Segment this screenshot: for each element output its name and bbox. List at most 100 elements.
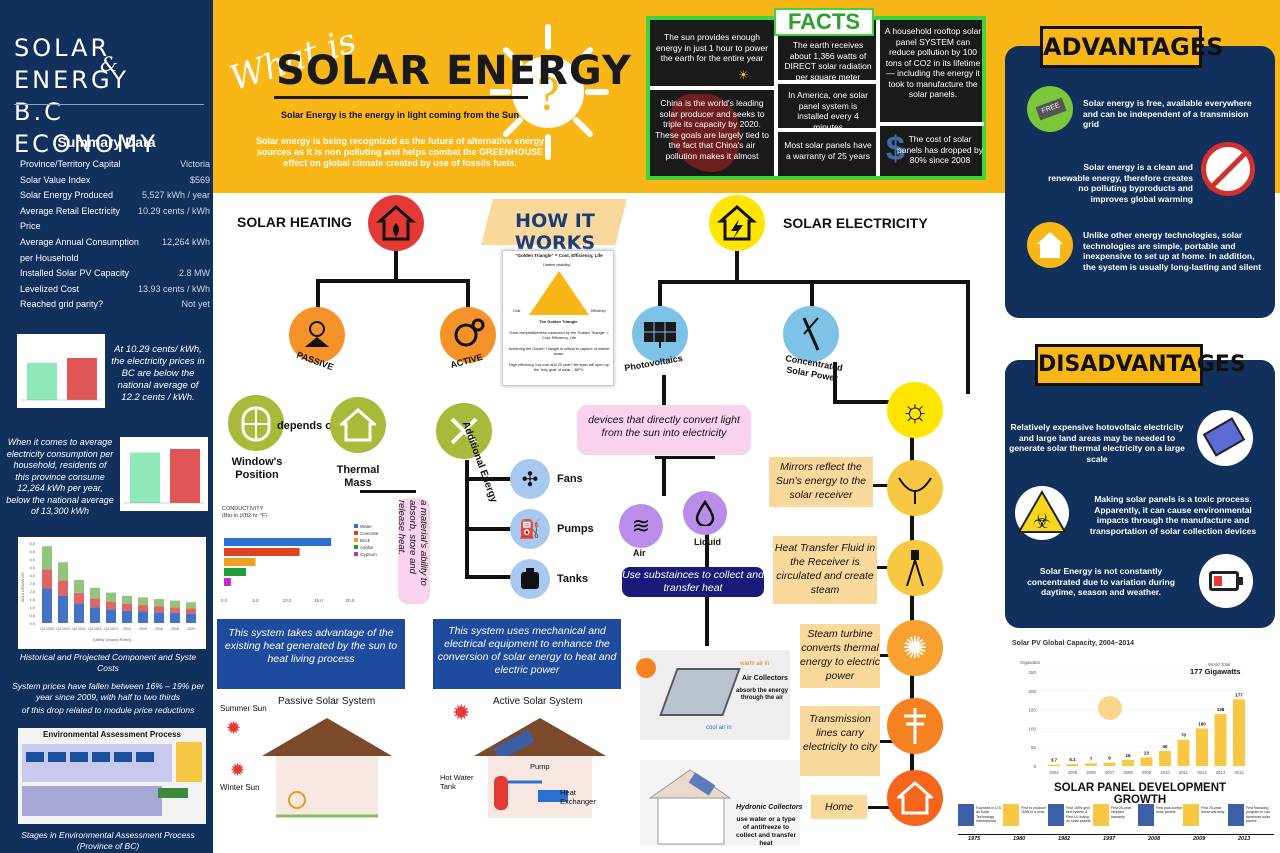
consumption-bar-chart bbox=[120, 437, 208, 511]
summary-label: Province/Territory Capital bbox=[20, 159, 121, 169]
module-note: of this drop related to module price red… bbox=[21, 705, 195, 715]
summary-label: Reached grid parity? bbox=[20, 299, 104, 310]
disadvantages-title: DISADVANTAGES bbox=[1035, 344, 1246, 386]
x-tick-label: 2020 bbox=[187, 627, 195, 631]
x-tick-label: 2015 bbox=[139, 627, 147, 631]
hydronic-description: use water or a type of antifreeze to col… bbox=[736, 816, 796, 847]
thermal-house-icon bbox=[330, 397, 386, 453]
process-step bbox=[70, 752, 88, 762]
advantage-clean: Solar energy is a clean and renewable en… bbox=[1048, 162, 1193, 204]
liquid-drop-icon bbox=[683, 491, 727, 535]
golden-left: Cost bbox=[513, 309, 521, 313]
connector bbox=[833, 362, 837, 402]
y-tick-label: 0 bbox=[1033, 764, 1036, 769]
facts-divider bbox=[876, 20, 880, 176]
summer-sun-label: Summer Sun bbox=[220, 704, 267, 713]
golden-text-1: Solar competitiveness measured by the 'G… bbox=[509, 331, 609, 340]
value-label: 7 bbox=[1090, 756, 1093, 761]
y-tick-label: 150 bbox=[1028, 708, 1036, 713]
x-tick-label: 2018 bbox=[171, 627, 179, 631]
facts-panel: $ The sun provides enough energy in just… bbox=[646, 16, 986, 180]
sun-icon: ✹ bbox=[230, 760, 246, 780]
receiver-tower-icon bbox=[887, 540, 943, 596]
golden-title: "Golden Triangle" = Cost, Efficiency, Li… bbox=[515, 253, 603, 258]
cost-bar-segment bbox=[186, 602, 196, 609]
x-tick-label: 2009 bbox=[1142, 770, 1152, 775]
cost-bar-segment bbox=[106, 592, 116, 602]
x-tick-label: 2008 bbox=[1123, 770, 1133, 775]
depends-on-label: depends on bbox=[277, 420, 339, 432]
cost-bar-segment bbox=[122, 603, 132, 611]
summary-label: Price bbox=[20, 221, 41, 232]
summary-value: 12,264 kWh bbox=[161, 237, 210, 247]
passive-system-title: Passive Solar System bbox=[278, 696, 376, 707]
timeline-icon bbox=[1093, 804, 1109, 826]
left-panel: SOLAR ENERGY B.C ECONOMY & Summary Data … bbox=[0, 0, 213, 853]
golden-text-2: Achieving the Golden Triangle is critica… bbox=[508, 347, 610, 356]
process-stage-band bbox=[22, 744, 172, 782]
value-label: 138 bbox=[1217, 707, 1225, 712]
pump-icon: ⛽ bbox=[510, 509, 550, 549]
timeline-text: First 1MW grid-tied system & First UL li… bbox=[1066, 806, 1091, 824]
x-tick-label: 2006 bbox=[1086, 770, 1096, 775]
golden-top: Lifetime (stability) bbox=[543, 263, 571, 267]
absorb-label: absorb the energy through the air bbox=[735, 688, 788, 701]
connector bbox=[705, 530, 709, 570]
y-tick-label: 5.0 bbox=[29, 541, 35, 546]
concentrated-mirror-icon bbox=[783, 306, 839, 362]
price-bar-chart bbox=[17, 334, 105, 408]
y-tick-label: 0.5 bbox=[29, 613, 35, 618]
conductivity-unit: (Btu·in.)/(ft2·hr·°F) bbox=[222, 513, 267, 519]
x-tick-label: 2004 bbox=[1049, 770, 1059, 775]
no-pollution-slash bbox=[1207, 149, 1250, 191]
air-wind-icon: ≋ bbox=[619, 504, 663, 548]
timeline-text: First 25-year linear warranty bbox=[1201, 806, 1225, 815]
material-note: a material's ability to absorb, store an… bbox=[396, 500, 429, 586]
cost-bar-segment bbox=[170, 612, 180, 623]
x-tick-label: 2007 bbox=[1105, 770, 1115, 775]
y-tick-label: 2.5 bbox=[29, 581, 35, 586]
process-step bbox=[92, 752, 110, 762]
process-diagram: Environmental Assessment Process bbox=[18, 728, 206, 824]
x-tick-label: 2014 bbox=[1234, 770, 1244, 775]
passive-sun-house-icon bbox=[289, 307, 345, 363]
golden-text-3: High efficiency, low cost and 20 year+ l… bbox=[509, 363, 609, 372]
disadvantages-panel: Relatively expensive hotovoltaic electri… bbox=[1005, 360, 1275, 628]
timeline-icon bbox=[1003, 804, 1019, 826]
summary-label: Average Retail Electricity bbox=[20, 205, 120, 216]
tanks-label: Tanks bbox=[557, 573, 588, 585]
tools-icon bbox=[436, 403, 492, 459]
summary-value: Not yet bbox=[181, 299, 210, 310]
fact-china: China is the world's leading solar produ… bbox=[655, 98, 769, 161]
timeline-text: First financing program to use American … bbox=[1246, 806, 1271, 824]
connector bbox=[705, 596, 709, 646]
advantage-free: Solar energy is free, available everywhe… bbox=[1083, 98, 1252, 129]
disadvantage-expensive: Relatively expensive hotovoltaic electri… bbox=[1009, 422, 1185, 464]
summary-row: Average Retail Electricity 10.29 cents / … bbox=[20, 204, 210, 220]
process-step bbox=[158, 788, 188, 798]
value-label: 16 bbox=[1125, 753, 1131, 758]
growth-bar bbox=[1159, 750, 1171, 766]
cost-bar-segment bbox=[154, 599, 164, 607]
timeline-year: 2013 bbox=[1238, 836, 1251, 842]
y-tick-label: 3.0 bbox=[29, 573, 35, 578]
pumps-label: Pumps bbox=[557, 523, 594, 535]
advantages-title: ADVANTAGES bbox=[1040, 26, 1224, 68]
cost-bar-segment bbox=[58, 562, 68, 581]
csp-step-home: Home bbox=[811, 795, 867, 819]
disadvantage-toxic: Making solar panels is a toxic process. … bbox=[1089, 494, 1257, 536]
air-collector-illustration bbox=[636, 650, 790, 740]
timeline-text: First 25-year stepped warranty bbox=[1111, 806, 1132, 819]
x-axis-label: (Utility Ground Fixed) bbox=[93, 637, 131, 642]
active-description: This system uses mechanical and electric… bbox=[433, 619, 621, 689]
connector bbox=[316, 279, 320, 309]
sun-graphic bbox=[1098, 696, 1122, 720]
pump-label: Pump bbox=[530, 762, 550, 771]
x-tick-label: 2010 bbox=[1160, 770, 1170, 775]
conductivity-bar bbox=[224, 548, 300, 556]
advantages-panel: FREE Solar energy is free, available eve… bbox=[1005, 46, 1275, 318]
price-drop-note: System prices have fallen between 16% – … bbox=[12, 681, 204, 702]
summary-value: 10.29 cents / kWh bbox=[137, 205, 210, 216]
left-title: SOLAR ENERGY B.C ECONOMY bbox=[14, 34, 159, 158]
connector bbox=[465, 460, 469, 578]
